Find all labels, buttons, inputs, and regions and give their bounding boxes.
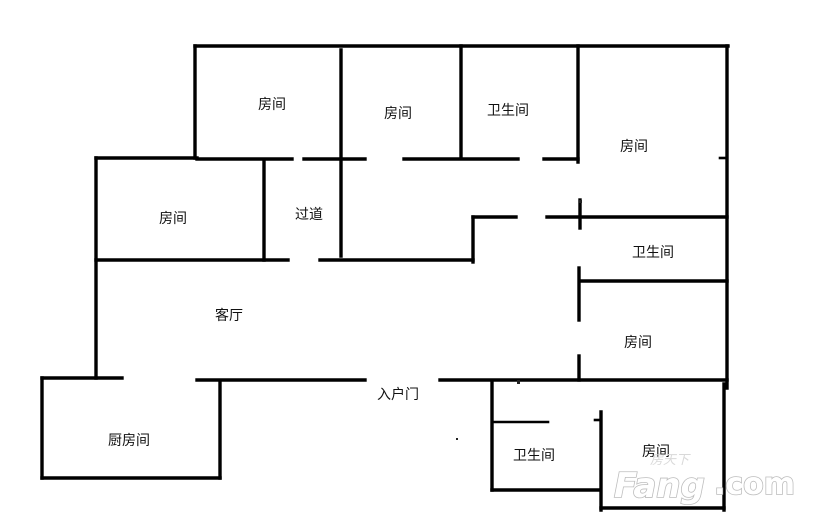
room-labels: 房间 房间 卫生间 房间 房间 过道 卫生间 客厅 房间 入户门 厨房间 卫生间… bbox=[108, 97, 674, 464]
room-label-left: 房间 bbox=[159, 211, 187, 227]
watermark-logo: 房天下 Fang .com bbox=[613, 453, 796, 507]
walls bbox=[40, 44, 730, 512]
room-label-top-bathroom: 卫生间 bbox=[487, 103, 529, 119]
speck-2 bbox=[456, 438, 458, 440]
room-label-top-middle: 房间 bbox=[384, 106, 412, 122]
speck-1 bbox=[517, 380, 520, 384]
watermark-brand-cn: 房天下 bbox=[650, 453, 691, 468]
room-label-living-room: 客厅 bbox=[215, 307, 243, 324]
room-label-bottom-room: 房间 bbox=[642, 444, 670, 460]
room-label-top-left: 房间 bbox=[258, 97, 286, 113]
room-label-right-bathroom: 卫生间 bbox=[632, 245, 674, 261]
watermark-domain-suffix: .com bbox=[714, 467, 795, 502]
room-label-entrance: 入户门 bbox=[377, 386, 419, 403]
room-label-kitchen: 厨房间 bbox=[108, 433, 150, 449]
watermark-brand: Fang bbox=[614, 466, 705, 506]
room-label-bottom-bathroom: 卫生间 bbox=[513, 448, 555, 464]
speck-3 bbox=[579, 200, 582, 203]
room-label-right-lower: 房间 bbox=[624, 335, 652, 351]
room-label-corridor: 过道 bbox=[295, 207, 323, 223]
room-label-top-right: 房间 bbox=[620, 139, 648, 155]
